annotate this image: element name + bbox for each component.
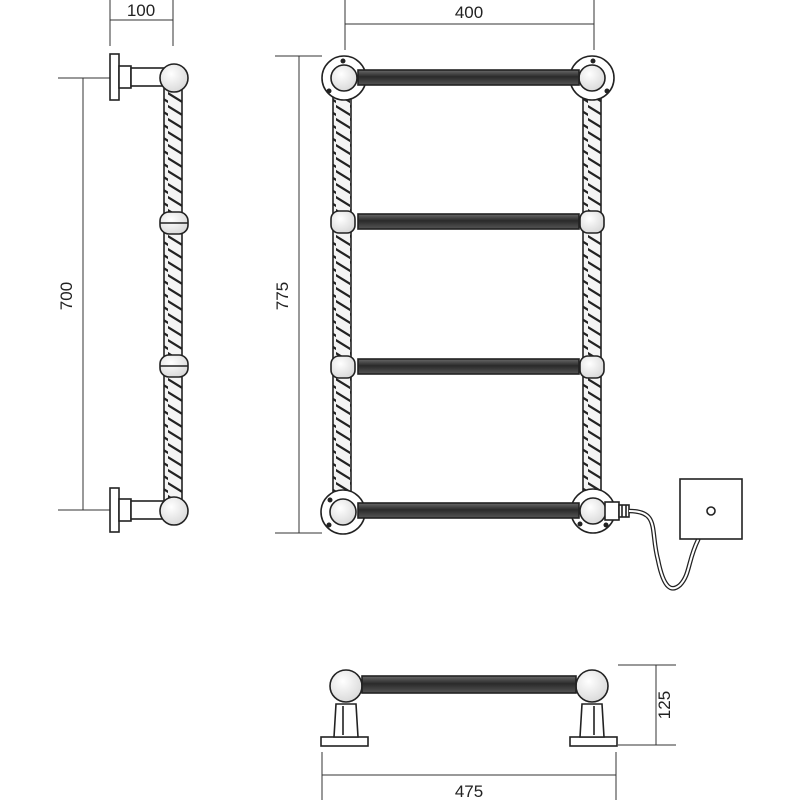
front-left-upright: [332, 94, 352, 501]
side-bottom-bracket: [109, 487, 189, 533]
front-view: 400 775: [273, 0, 743, 591]
bottom-depth-dimension: 125: [618, 664, 676, 746]
top-view: 125 475: [320, 664, 676, 801]
side-joint-lower: [159, 354, 189, 378]
side-height-label: 700: [57, 282, 76, 310]
bottom-width-dimension: 475: [321, 752, 617, 801]
front-width-label: 400: [455, 3, 483, 22]
front-bottom-left-mount: [320, 489, 366, 535]
front-top-right-mount: [569, 55, 615, 101]
bottom-depth-label: 125: [655, 691, 674, 719]
front-height-dimension: 775: [273, 55, 322, 534]
side-height-dimension: 700: [57, 77, 122, 511]
top-rail: [361, 675, 577, 694]
side-top-bracket: [109, 53, 189, 101]
front-top-left-mount: [321, 55, 367, 101]
side-view: 100 700: [57, 0, 189, 533]
front-rail-4: [357, 502, 580, 519]
front-rail-3: [330, 355, 605, 379]
side-upright-twist: [163, 84, 183, 506]
front-rail-2: [330, 210, 605, 234]
bottom-width-label: 475: [455, 782, 483, 800]
front-right-upright: [582, 94, 602, 501]
top-right-post: [569, 669, 618, 747]
side-depth-label: 100: [127, 1, 155, 20]
top-left-post: [320, 669, 369, 747]
front-width-dimension: 400: [344, 0, 595, 50]
front-rail-1: [357, 69, 580, 86]
electrical-socket-icon: [679, 478, 743, 540]
side-joint-upper: [159, 211, 189, 235]
side-depth-dimension: 100: [109, 0, 174, 46]
front-height-label: 775: [273, 282, 292, 310]
heating-element-icon: [604, 501, 630, 521]
